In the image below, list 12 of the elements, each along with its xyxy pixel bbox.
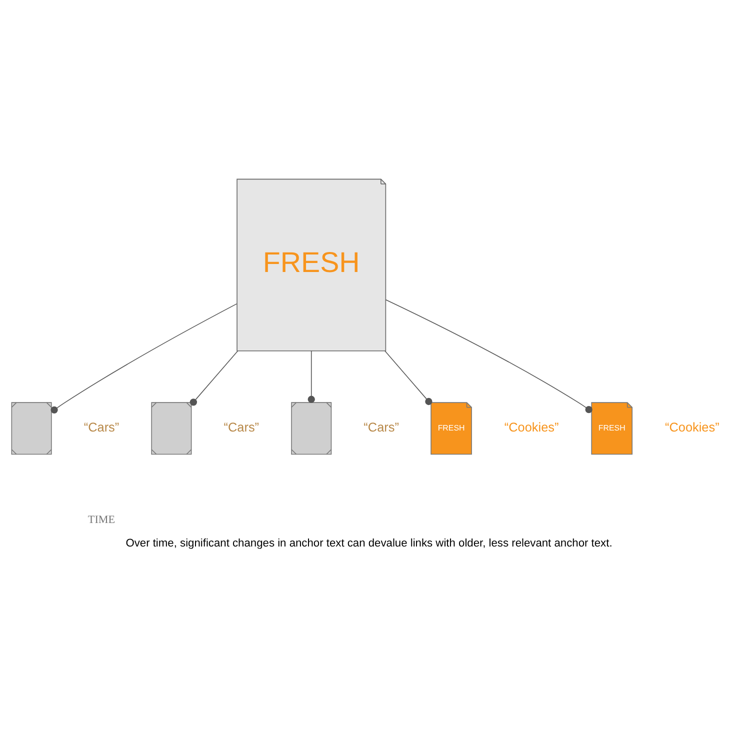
node-label: “Cars”	[224, 419, 260, 434]
node-label: “Cookies”	[504, 419, 559, 434]
caption: Over time, significant changes in anchor text can devalue links with older, less relevant anchor text.	[126, 538, 612, 550]
node-label: “Cars”	[364, 419, 399, 434]
label: TIME	[88, 514, 116, 526]
connector	[385, 299, 592, 414]
node-label: “Cookies”	[664, 419, 720, 434]
connector	[384, 350, 432, 406]
connector	[190, 350, 238, 406]
connector	[308, 350, 315, 403]
node-label: “Cars”	[84, 419, 120, 434]
connector	[50, 303, 238, 414]
